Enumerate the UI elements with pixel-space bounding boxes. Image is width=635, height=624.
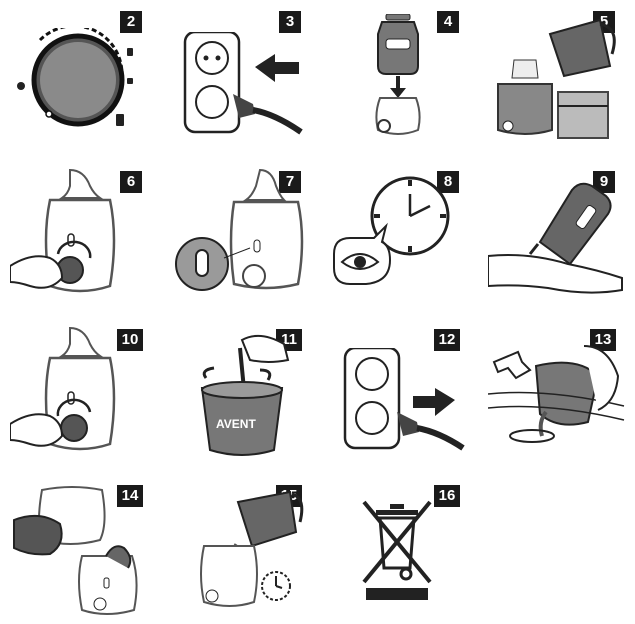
step-number-9: 9 — [593, 171, 615, 193]
plug-in-illustration — [183, 32, 303, 135]
step-number-8: 8 — [437, 171, 459, 193]
turn-knob-off-illustration — [10, 326, 116, 451]
wipe-clean-illustration — [13, 486, 138, 615]
pour-water-illustration — [497, 18, 616, 139]
weee-symbol-illustration — [362, 500, 432, 600]
clock-eye-illustration — [333, 176, 450, 285]
turn-knob-on-illustration — [10, 168, 116, 293]
step-number-4: 4 — [437, 11, 459, 33]
step-number-14: 14 — [117, 485, 143, 507]
step-number-16: 16 — [434, 485, 460, 507]
avent-label: AVENT — [216, 417, 256, 431]
pour-sink-illustration — [488, 345, 625, 443]
step-number-12: 12 — [434, 329, 460, 351]
temperature-dial-illustration — [17, 28, 133, 127]
step-number-3: 3 — [279, 11, 301, 33]
rinse-water-illustration — [200, 490, 304, 607]
unplug-illustration — [343, 348, 465, 451]
indicator-light-illustration — [175, 168, 304, 291]
wrist-test-illustration — [488, 182, 623, 294]
step-number-2: 2 — [120, 11, 142, 33]
descale-cup-illustration: AVENT — [200, 334, 290, 456]
step-number-13: 13 — [590, 329, 616, 351]
step-number-10: 10 — [117, 329, 143, 351]
step-number-6: 6 — [120, 171, 142, 193]
insert-bottle-illustration — [375, 14, 421, 135]
step-number-7: 7 — [279, 171, 301, 193]
